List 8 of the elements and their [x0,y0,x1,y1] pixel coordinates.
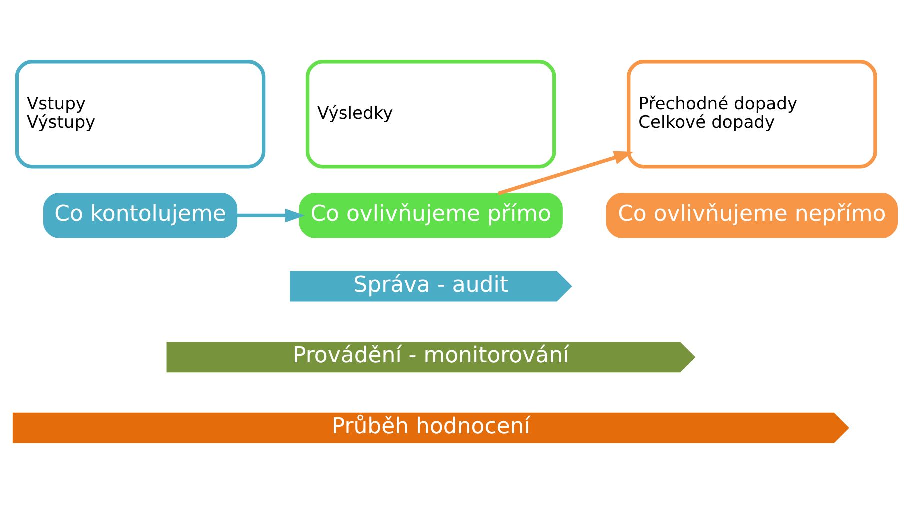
arrow [237,208,306,222]
node-box: Co ovlivňujeme přímo [299,192,563,238]
node-box: Vstupy Výstupy [15,60,266,168]
node-box: Co ovlivňujeme nepřímo [606,192,898,238]
node-box: Co kontolujeme [43,192,238,238]
arrow [498,150,634,195]
node-box: Přechodné dopady Celkové dopady [627,60,878,168]
node-box: Výsledky [306,60,556,168]
